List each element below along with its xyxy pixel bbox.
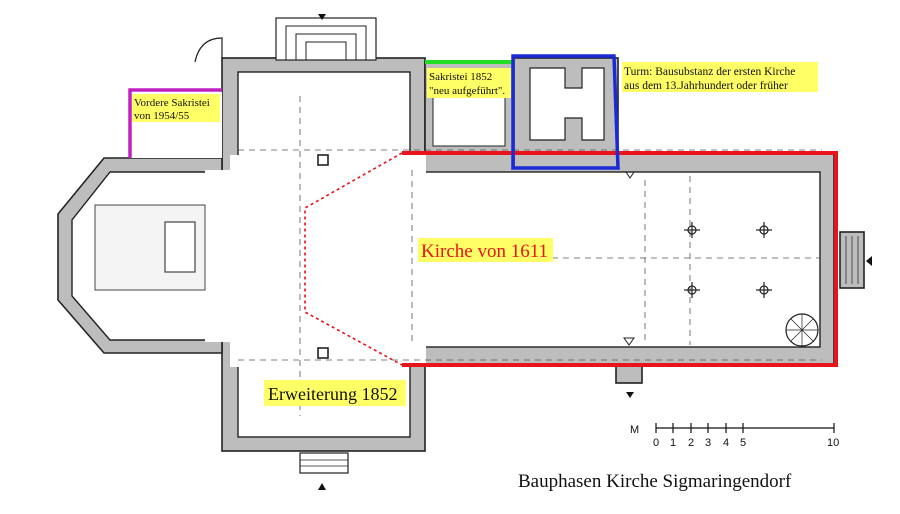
- kirche-1611-label: Kirche von 1611: [421, 241, 548, 262]
- label-vordere-sakristei: Vordere Sakristei von 1954/55: [132, 94, 220, 122]
- scale-tick-1: 1: [670, 437, 676, 449]
- scale-bar: M 0 1 2 3 4 5 10: [630, 423, 839, 449]
- kirche-1611-dotted-extent: [304, 152, 403, 366]
- scale-tick-10: 10: [827, 437, 839, 449]
- scale-tick-3: 3: [705, 437, 711, 449]
- scale-unit: M: [630, 424, 639, 436]
- vordere-sakristei-line2: von 1954/55: [134, 110, 190, 122]
- label-sakristei-1852: Sakristei 1852 "neu aufgeführt".: [427, 68, 511, 98]
- sakristei-1852-line2: "neu aufgeführt".: [429, 85, 505, 97]
- building-walls: [57, 17, 865, 474]
- caption: Bauphasen Kirche Sigmaringendorf: [518, 471, 792, 492]
- scale-tick-5: 5: [740, 437, 746, 449]
- vordere-sakristei-outline: [128, 88, 222, 158]
- erweiterung-1852-label: Erweiterung 1852: [268, 384, 397, 404]
- label-kirche-1611: Kirche von 1611: [418, 238, 553, 262]
- scale-tick-4: 4: [723, 437, 729, 449]
- label-erweiterung-1852: Erweiterung 1852: [264, 380, 406, 406]
- turm-outline: [511, 54, 620, 170]
- turm-line1: Turm: Bausubstanz der ersten Kirche: [624, 66, 795, 78]
- scale-tick-2: 2: [688, 437, 694, 449]
- scale-tick-0: 0: [653, 437, 659, 449]
- sakristei-1852-line1: Sakristei 1852: [429, 71, 492, 83]
- vordere-sakristei-line1: Vordere Sakristei: [134, 97, 210, 109]
- phase-outlines: [128, 54, 838, 367]
- interior-details: [94, 14, 872, 490]
- turm-line2: aus dem 13.Jahrhundert oder früher: [624, 80, 788, 92]
- label-turm: Turm: Bausubstanz der ersten Kirche aus …: [622, 62, 818, 92]
